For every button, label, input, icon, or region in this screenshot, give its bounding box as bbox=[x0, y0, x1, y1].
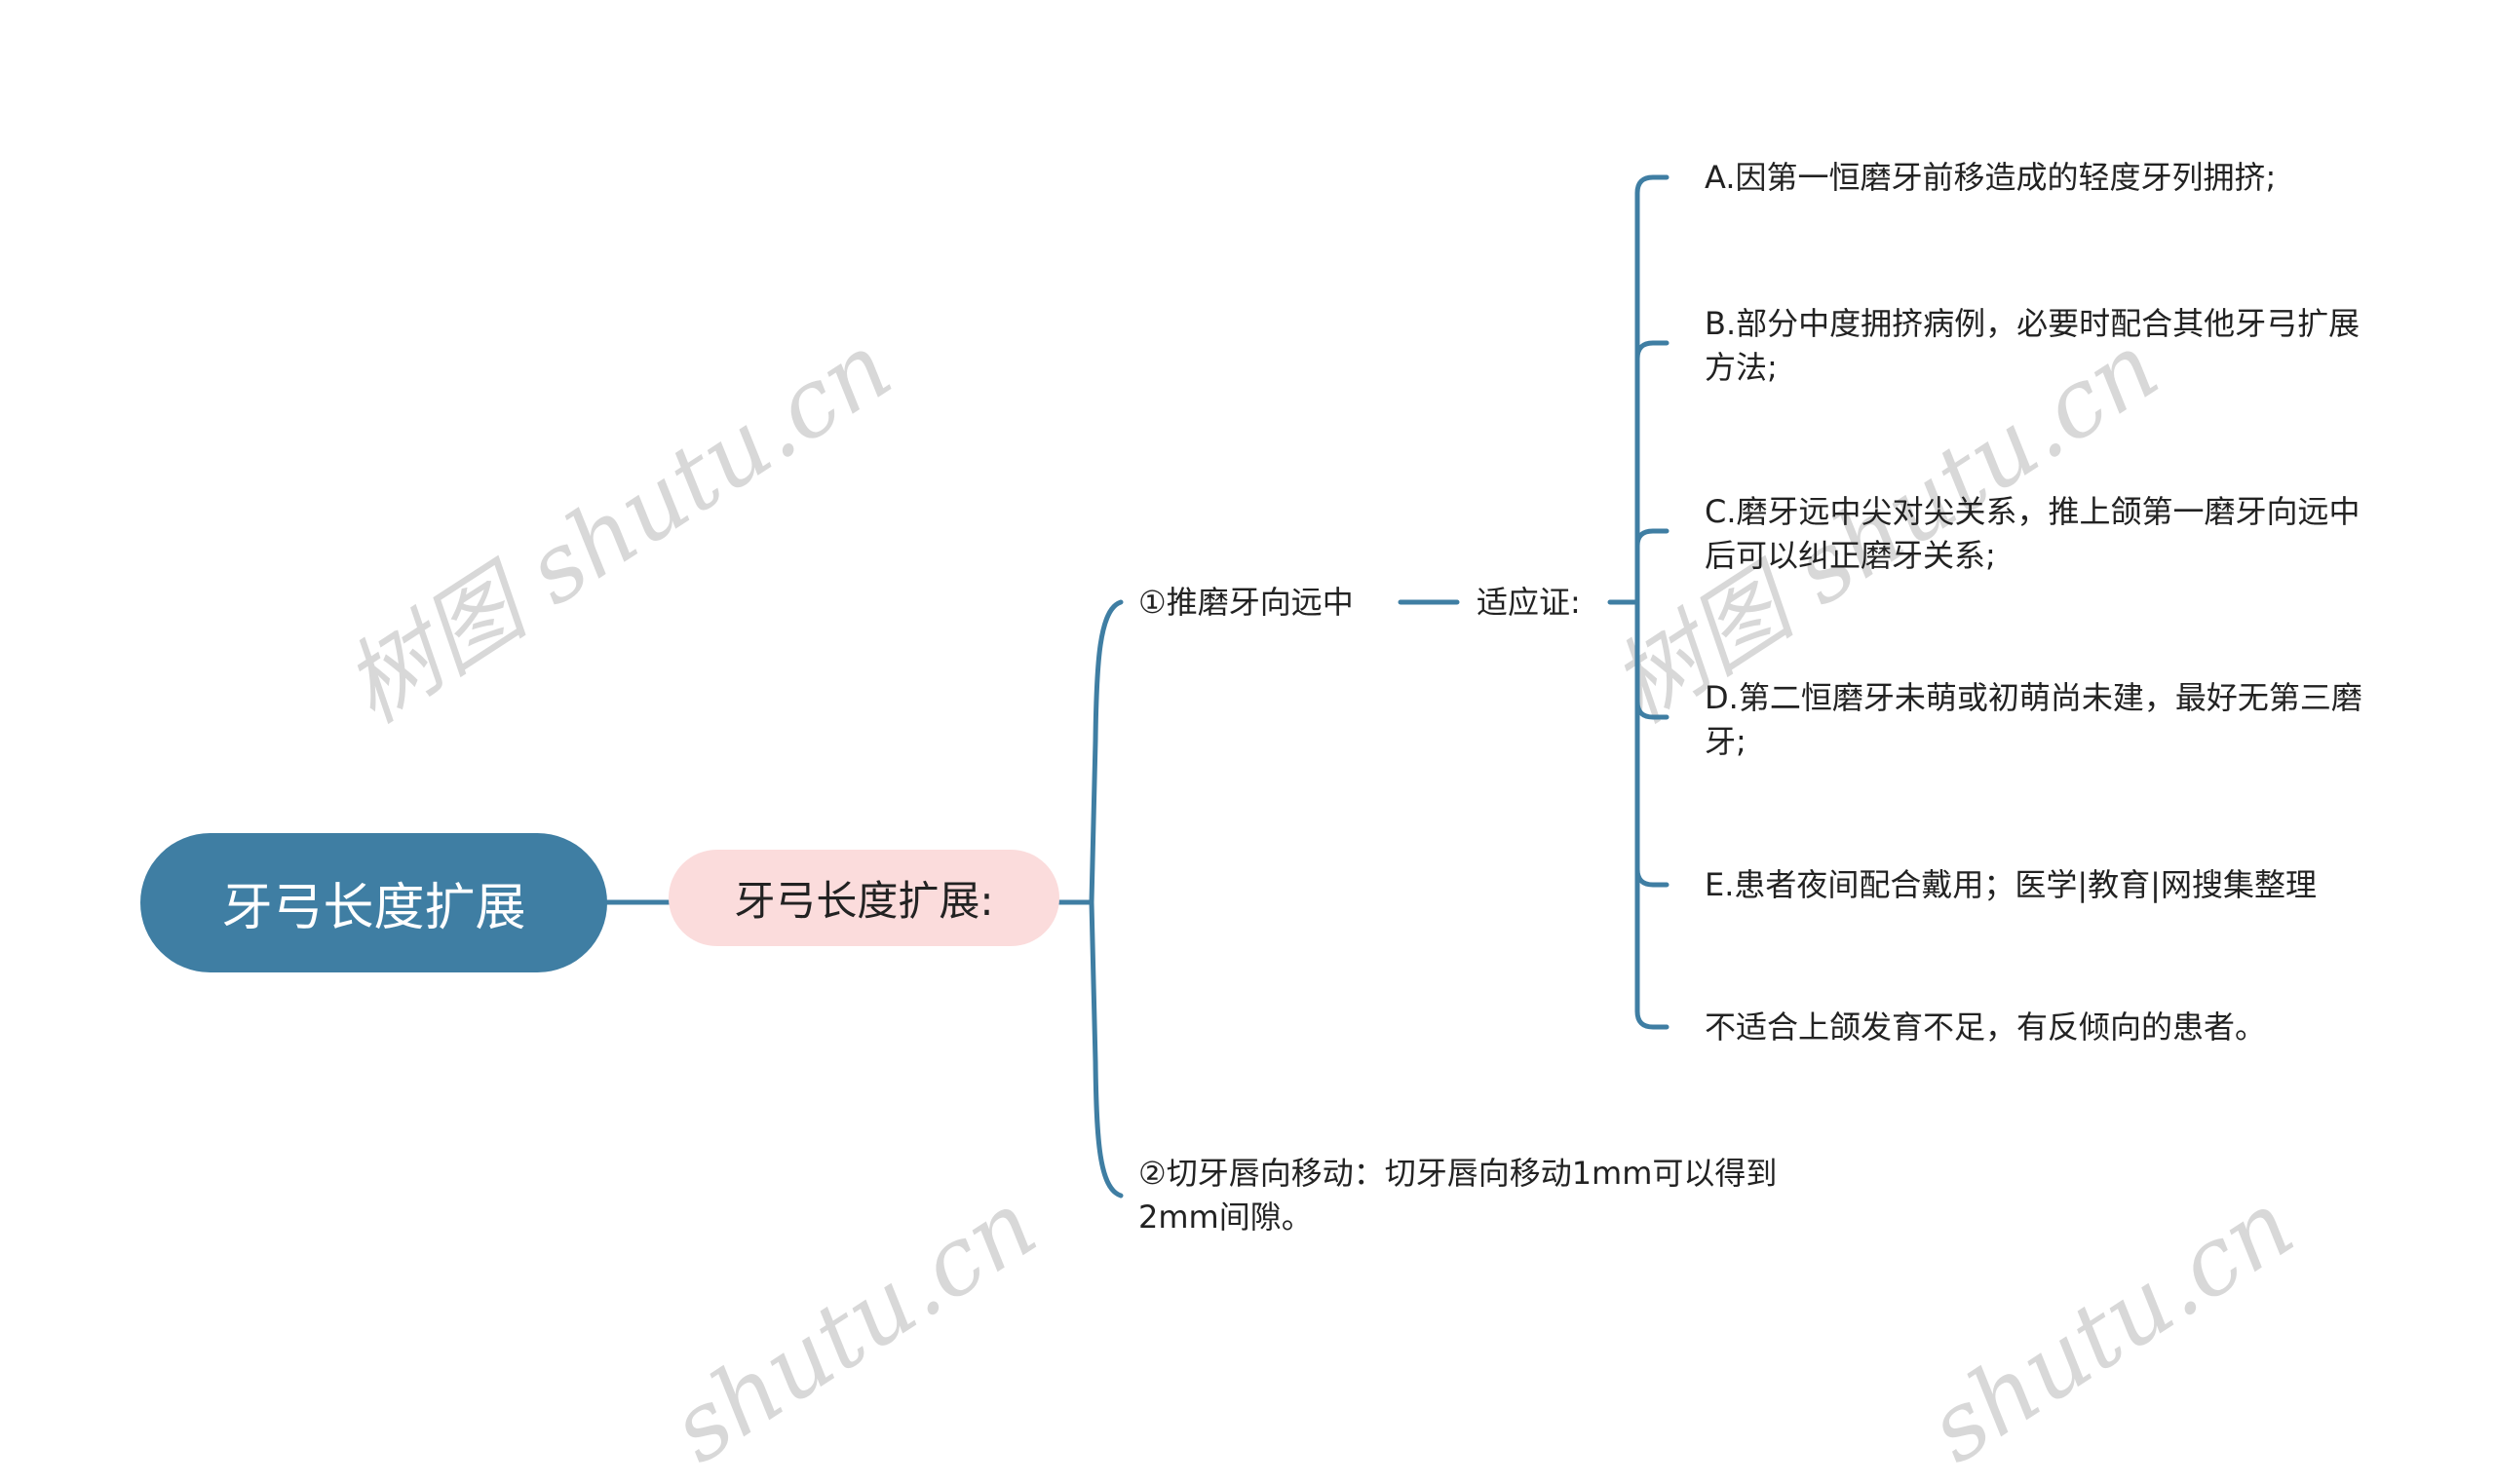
leaf-label: E.患者夜间配合戴用；医学|教育|网搜集整理 bbox=[1705, 866, 2317, 903]
leaf-label: 不适合上颌发育不足，有反倾向的患者。 bbox=[1705, 1008, 2267, 1046]
connector-lines bbox=[604, 174, 1670, 1199]
leaf-item-e[interactable]: E.患者夜间配合戴用；医学|教育|网搜集整理 bbox=[1705, 863, 2317, 907]
root-node[interactable]: 牙弓长度扩展 bbox=[140, 833, 607, 972]
main-topic-node[interactable]: 牙弓长度扩展: bbox=[669, 850, 1059, 946]
leaf-item-d[interactable]: D.第二恒磨牙未萌或初萌尚未建，最好无第三磨牙; bbox=[1705, 676, 2367, 764]
indications-node[interactable]: 适应证: bbox=[1477, 581, 1581, 625]
main-topic-label: 牙弓长度扩展: bbox=[734, 877, 994, 925]
leaf-item-contraindication[interactable]: 不适合上颌发育不足，有反倾向的患者。 bbox=[1705, 1006, 2266, 1049]
leaf-label: D.第二恒磨牙未萌或初萌尚未建，最好无第三磨牙; bbox=[1705, 679, 2362, 760]
branch-node-push-molar-distal[interactable]: ①推磨牙向远中 bbox=[1138, 581, 1354, 625]
leaf-label: A.因第一恒磨牙前移造成的轻度牙列拥挤; bbox=[1705, 159, 2277, 196]
branch-label: ②切牙唇向移动：切牙唇向移动1mm可以得到2mm间隙。 bbox=[1138, 1155, 1778, 1236]
leaf-label: B.部分中度拥挤病例，必要时配合其他牙弓扩展方法; bbox=[1705, 305, 2361, 386]
leaf-item-a[interactable]: A.因第一恒磨牙前移造成的轻度牙列拥挤; bbox=[1705, 156, 2276, 200]
leaf-item-b[interactable]: B.部分中度拥挤病例，必要时配合其他牙弓扩展方法; bbox=[1705, 302, 2367, 390]
indications-label: 适应证: bbox=[1477, 584, 1581, 621]
branch-node-incisor-labial-movement[interactable]: ②切牙唇向移动：切牙唇向移动1mm可以得到2mm间隙。 bbox=[1138, 1152, 1801, 1239]
leaf-label: C.磨牙远中尖对尖关系，推上颌第一磨牙向远中后可以纠正磨牙关系; bbox=[1705, 493, 2361, 574]
branch-label: ①推磨牙向远中 bbox=[1138, 584, 1354, 621]
leaf-item-c[interactable]: C.磨牙远中尖对尖关系，推上颌第一磨牙向远中后可以纠正磨牙关系; bbox=[1705, 490, 2367, 578]
root-label: 牙弓长度扩展 bbox=[221, 879, 526, 937]
